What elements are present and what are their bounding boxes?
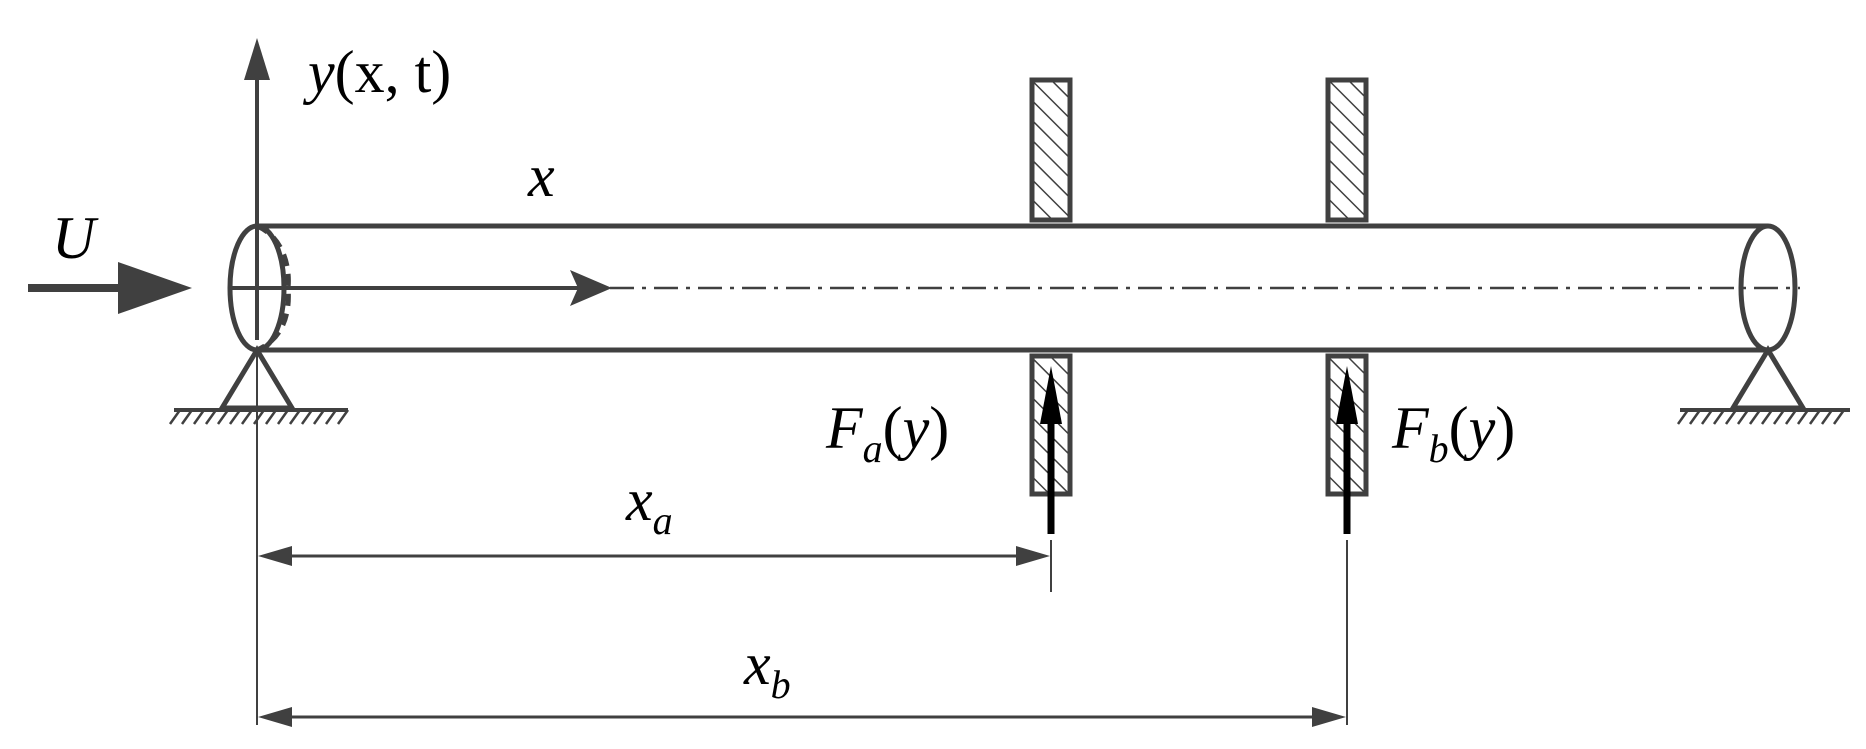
dimension-xa-label: xa	[625, 467, 673, 543]
flow-label: U	[52, 205, 99, 271]
x-axis-arrow	[230, 270, 612, 306]
y-axis-arrow	[244, 38, 270, 340]
force-a-label: Fa(y)	[825, 395, 949, 471]
dimension-xb-label: xb	[743, 631, 791, 707]
force-arrow-b	[1336, 366, 1358, 534]
x-axis-label: x	[527, 143, 555, 209]
y-axis-label: y(x, t)	[302, 39, 451, 105]
dimension-xa	[256, 350, 1052, 725]
left-support	[168, 345, 350, 425]
right-support	[1676, 345, 1850, 425]
force-b-label: Fb(y)	[1391, 395, 1515, 471]
flow-arrow	[28, 262, 192, 314]
force-arrow-a	[1040, 366, 1062, 534]
dimension-xb	[258, 540, 1348, 727]
